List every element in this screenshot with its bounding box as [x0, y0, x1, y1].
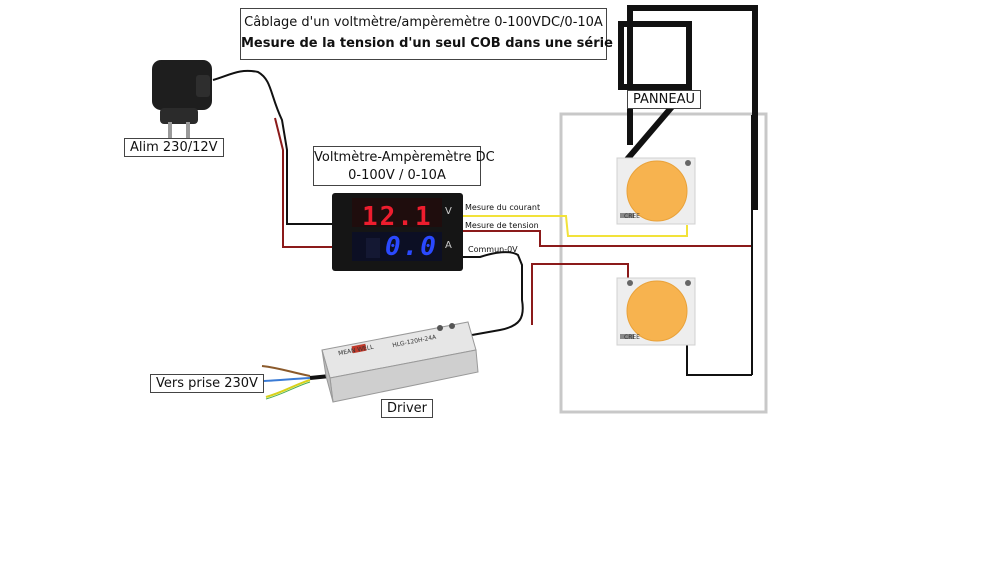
common-wire-label: Commun-0V	[468, 245, 518, 254]
cob-lower-brand: CREE	[624, 334, 640, 341]
mains-wire-brown	[261, 365, 311, 377]
common-wire	[462, 251, 524, 336]
panel-hanger-box	[618, 21, 692, 90]
mains-wire-green	[265, 381, 311, 400]
adapter-cable-black	[212, 69, 335, 225]
lower-cob-return-wire	[686, 345, 752, 376]
meter-label-line2: 0-100V / 0-10A	[348, 168, 446, 183]
mains-wire-yellow	[265, 379, 311, 398]
voltage-reading: 12.1	[362, 202, 433, 232]
voltage-wire	[462, 230, 752, 247]
current-wire-label: Mesure du courant	[465, 203, 541, 212]
diagram-title-box: Câblage d'un voltmètre/ampèremètre 0-100…	[240, 8, 613, 60]
driver-to-cob-wire	[531, 263, 629, 325]
adapter-cable-red	[274, 117, 335, 248]
voltmeter-ammeter-icon	[332, 193, 463, 271]
current-reading: 0.0	[385, 232, 438, 262]
current-wire	[462, 215, 688, 237]
meter-label: Voltmètre-Ampèremètre DC 0-100V / 0-10A	[313, 146, 495, 186]
cob-upper-brand: CREE	[624, 213, 640, 220]
led-driver-icon	[321, 321, 479, 403]
panel-hanger-wire	[627, 5, 758, 210]
alim-label: Alim 230/12V	[124, 138, 224, 157]
cob-led-lower-icon	[616, 277, 696, 346]
diagram-title: Câblage d'un voltmètre/ampèremètre 0-100…	[244, 15, 603, 30]
voltage-wire-label: Mesure de tension	[465, 221, 539, 230]
power-adapter-icon	[152, 60, 212, 140]
mains-label: Vers prise 230V	[150, 374, 264, 393]
voltage-unit: V	[445, 206, 452, 217]
cob-led-upper-icon	[616, 157, 696, 225]
driver-label: Driver	[381, 399, 434, 418]
panel-label: PANNEAU	[627, 90, 701, 109]
mains-wire-blue	[263, 377, 311, 382]
current-unit: A	[445, 240, 452, 251]
diagram-subtitle: Mesure de la tension d'un seul COB dans …	[241, 36, 613, 51]
meter-label-line1: Voltmètre-Ampèremètre DC	[314, 150, 495, 165]
